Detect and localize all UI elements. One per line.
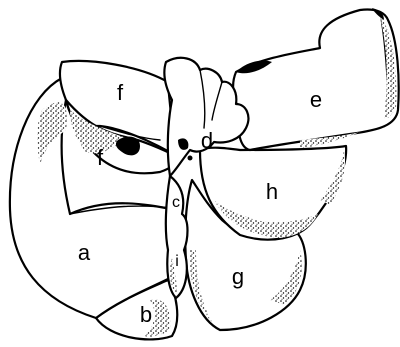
lobe-f bbox=[60, 61, 180, 173]
label-a: a bbox=[78, 240, 91, 265]
label-g: g bbox=[232, 264, 244, 289]
label-c: c bbox=[172, 194, 180, 211]
label-i: i bbox=[175, 253, 179, 270]
label-f-lower: f bbox=[97, 145, 104, 170]
label-d: d bbox=[201, 128, 213, 153]
label-h: h bbox=[266, 179, 278, 204]
label-b: b bbox=[140, 302, 152, 327]
label-f-upper: f bbox=[117, 80, 124, 105]
label-e: e bbox=[310, 87, 322, 112]
lobe-e bbox=[233, 8, 399, 150]
